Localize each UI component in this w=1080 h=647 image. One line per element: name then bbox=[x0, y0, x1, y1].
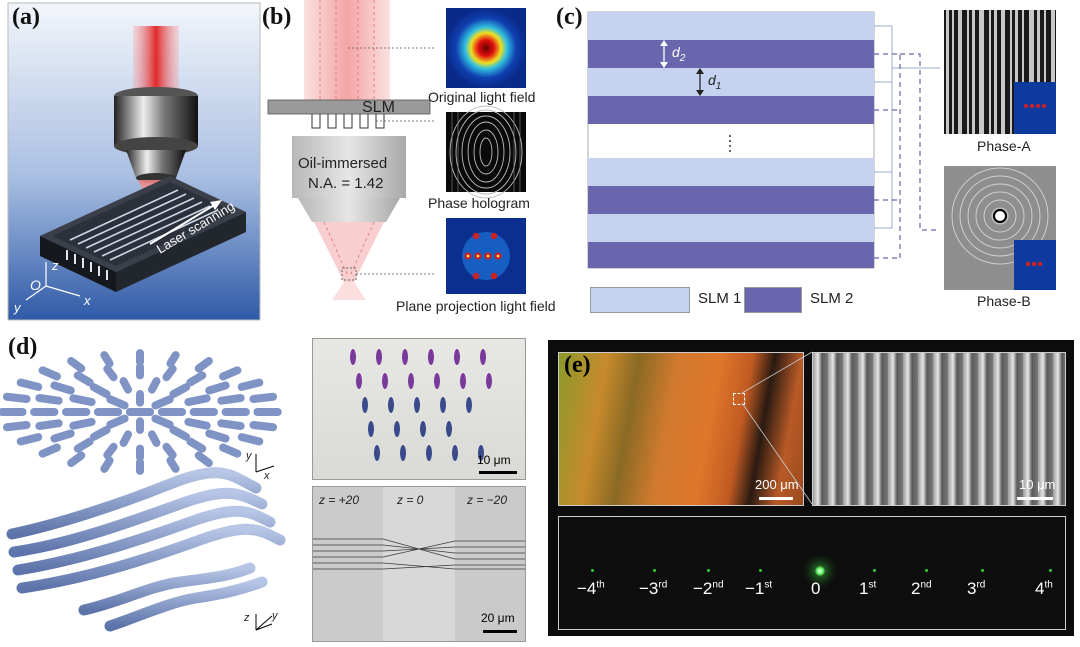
scale-bar-left bbox=[759, 497, 793, 500]
panel-label: (b) bbox=[262, 4, 292, 30]
axis-origin-label: O bbox=[30, 277, 41, 293]
phase-hologram-image bbox=[446, 105, 526, 199]
diffraction-spot bbox=[707, 569, 710, 572]
sem-image: 10 μm bbox=[812, 352, 1066, 506]
axis-y-label: y bbox=[13, 300, 22, 315]
panel-label: (c) bbox=[556, 4, 583, 30]
axis-z-bottom: z bbox=[244, 612, 250, 624]
panel-c: (c) d2 d1 SLM 1 SLM 2 Phase-A Phase-B bbox=[556, 0, 1080, 322]
diffraction-order-label: −3rd bbox=[639, 579, 668, 598]
diffraction-order-label: −4th bbox=[577, 579, 605, 598]
plane-projection-image bbox=[446, 218, 526, 294]
zero-order-spot bbox=[815, 566, 825, 576]
phase-b-image bbox=[944, 166, 1056, 290]
d2-label: d2 bbox=[672, 44, 686, 64]
diffraction-order-label: −1st bbox=[745, 579, 773, 598]
diffraction-spot bbox=[1049, 569, 1052, 572]
panel-label: (e) bbox=[564, 352, 591, 378]
axis-y-bottom: y bbox=[272, 610, 278, 622]
zoom-connector bbox=[741, 351, 813, 505]
caption-phase-hologram: Phase hologram bbox=[428, 195, 530, 211]
diffraction-spot bbox=[873, 569, 876, 572]
scale-bar-right bbox=[1017, 497, 1053, 500]
optical-setup-illustration bbox=[267, 0, 526, 300]
scale-bar-bottom bbox=[483, 630, 517, 633]
scale-bar-top bbox=[479, 471, 517, 474]
z-label-minus20: z = −20 bbox=[467, 493, 508, 507]
nanorod-arrays-illustration bbox=[0, 349, 286, 632]
diffraction-order-label: 4th bbox=[1035, 579, 1053, 598]
diffraction-spot bbox=[759, 569, 762, 572]
zoom-box bbox=[733, 393, 745, 405]
phase-a-image bbox=[944, 10, 1056, 134]
legend-swatch-slm1 bbox=[590, 287, 690, 313]
original-light-field-image bbox=[446, 8, 526, 88]
legend-label-slm2: SLM 2 bbox=[810, 290, 854, 307]
diffraction-order-label: 0 bbox=[811, 579, 821, 598]
diffraction-spot bbox=[925, 569, 928, 572]
slm-stripe-diagram bbox=[587, 10, 1056, 290]
z-label-0: z = 0 bbox=[397, 493, 424, 507]
phase-b-caption: Phase-B bbox=[977, 293, 1031, 309]
diffraction-order-label: 3rd bbox=[967, 579, 986, 598]
optical-image: 200 μm bbox=[558, 352, 804, 506]
caption-original-light-field: Original light field bbox=[428, 89, 536, 105]
diffraction-order-label: 2nd bbox=[911, 579, 932, 598]
axis-x-label: x bbox=[83, 293, 91, 308]
phase-a-caption: Phase-A bbox=[977, 138, 1031, 154]
diffraction-spot bbox=[981, 569, 984, 572]
diffraction-order-label: −2nd bbox=[693, 579, 724, 598]
d1-label: d1 bbox=[708, 72, 722, 92]
objective-label-line2: N.A. = 1.42 bbox=[308, 175, 384, 192]
scale-label-bottom: 20 μm bbox=[481, 611, 515, 625]
axis-z-label: z bbox=[51, 258, 59, 273]
scale-label-right: 10 μm bbox=[1019, 477, 1056, 492]
slm-label: SLM bbox=[362, 99, 395, 116]
axis-y-top: y bbox=[246, 450, 252, 462]
diffraction-spot bbox=[653, 569, 656, 572]
panel-label: (d) bbox=[8, 334, 38, 360]
legend-swatch-slm2 bbox=[744, 287, 802, 313]
diffraction-spot bbox=[591, 569, 594, 572]
dot-array bbox=[350, 349, 492, 461]
scale-label-left: 200 μm bbox=[755, 477, 799, 492]
panel-label: (a) bbox=[12, 4, 40, 30]
panel-b: (b) SLM Oil-immersed N.A. = 1.42 Origina… bbox=[262, 0, 580, 322]
legend-label-slm1: SLM 1 bbox=[698, 290, 742, 307]
z-label-plus20: z = +20 bbox=[319, 493, 360, 507]
panel-d: (d) y x z y 10 μm z = +20 z = 0 z = −20 … bbox=[0, 334, 540, 642]
laser-writing-illustration: Laser scanning z O x y bbox=[7, 2, 261, 321]
caption-plane-projection: Plane projection light field bbox=[396, 298, 556, 314]
waveguide-lines bbox=[313, 487, 525, 641]
panel-a: Laser scanning z O x y (a) bbox=[0, 0, 262, 322]
objective-label-line1: Oil-immersed bbox=[298, 155, 388, 172]
panel-e: 200 μm 10 μm (e) −4th −3rd −2nd −1st 0 1st 2nd… bbox=[548, 340, 1074, 636]
microscope-image-top: 10 μm bbox=[312, 338, 526, 480]
axis-x-top: x bbox=[264, 470, 270, 482]
scale-label-top: 10 μm bbox=[477, 453, 511, 467]
diffraction-order-label: 1st bbox=[859, 579, 877, 598]
diffraction-pattern: −4th −3rd −2nd −1st 0 1st 2nd 3rd 4th bbox=[558, 516, 1066, 630]
microscope-image-bottom: z = +20 z = 0 z = −20 20 μm bbox=[312, 486, 526, 642]
